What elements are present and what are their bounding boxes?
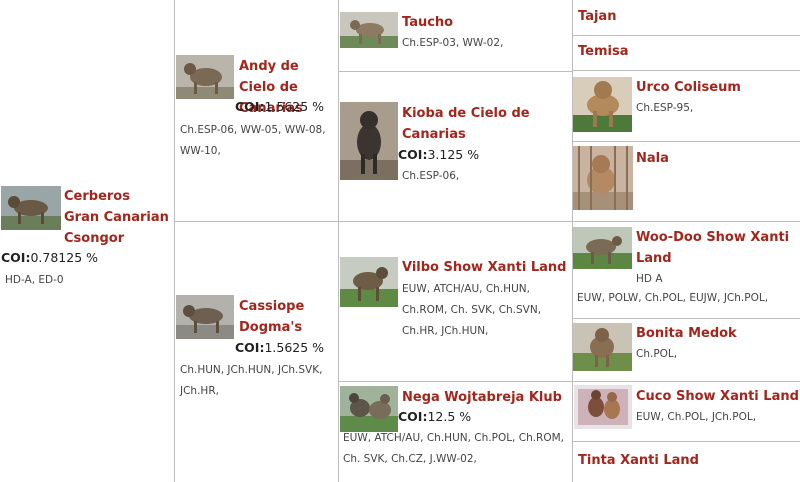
gg-cell-1: Tajan — [572, 0, 800, 36]
sire-dam-cell: Kioba de Cielo de Canarias COI:3.125 % C… — [338, 72, 572, 222]
sire-cell: Andy de Cielo de Canarias COI:1.5625 % C… — [174, 0, 338, 222]
coi-value: 0.78125 % — [30, 250, 98, 265]
dog-photo-icon — [340, 102, 398, 180]
sire-sire-name[interactable]: Taucho — [402, 15, 454, 30]
dog-photo-icon — [573, 146, 633, 210]
dam-dam-photo[interactable] — [340, 386, 398, 432]
dam-cell: Cassiope Dogma's COI:1.5625 % Ch.HUN, JC… — [174, 222, 338, 482]
dam-dam-name[interactable]: Nega Wojtabreja Klub — [402, 390, 562, 405]
sire-sire-photo[interactable] — [340, 12, 398, 48]
dog-photo-icon — [176, 55, 234, 99]
subject-cell: Cerberos Gran Canarian Csongor COI:0.781… — [0, 0, 174, 482]
subject-titles: HD-A, ED-0 — [5, 274, 64, 286]
sire-dam-name[interactable]: Kioba de Cielo de Canarias — [402, 106, 530, 142]
gg-cell-4: Nala — [572, 142, 800, 222]
coi-value: 1.5625 % — [264, 99, 325, 114]
coi-value: 12.5 % — [427, 409, 472, 424]
subject-photo[interactable] — [1, 186, 61, 230]
coi-value: 3.125 % — [427, 147, 480, 162]
dog-photo-icon — [1, 186, 61, 230]
gg-cell-7: Cuco Show Xanti Land EUW, Ch.POL, JCh.PO… — [572, 382, 800, 442]
sire-dam-coi: COI:3.125 % — [398, 147, 479, 162]
sire-sire-cell: Taucho Ch.ESP-03, WW-02, — [338, 0, 572, 72]
sire-titles: Ch.ESP-06, WW-05, WW-08, WW-10, — [180, 124, 326, 157]
dam-coi: COI:1.5625 % — [235, 340, 324, 355]
dog-photo-icon — [574, 385, 632, 429]
dam-titles: Ch.HUN, JCh.HUN, JCh.SVK, JCh.HR, — [180, 364, 323, 397]
subject-coi: COI:0.78125 % — [1, 250, 98, 265]
gg-photo-6[interactable] — [573, 323, 632, 371]
dog-photo-icon — [340, 386, 398, 432]
gg-photo-4[interactable] — [573, 146, 633, 210]
dam-name[interactable]: Cassiope Dogma's — [239, 299, 305, 335]
dam-photo[interactable] — [176, 295, 234, 339]
dog-photo-icon — [573, 323, 632, 371]
gg-name-6[interactable]: Bonita Medok — [636, 326, 737, 341]
coi-label: COI: — [1, 250, 31, 265]
gg-titles-5: EUW, POLW, Ch.POL, EUJW, JCh.POL, — [577, 292, 769, 304]
gg-cell-5: Woo-Doo Show Xanti Land HD A EUW, POLW, … — [572, 222, 800, 319]
sire-name[interactable]: Andy de Cielo de Canarias — [239, 59, 303, 116]
coi-value: 1.5625 % — [264, 340, 325, 355]
dam-sire-cell: Vilbo Show Xanti Land EUW, ATCH/AU, Ch.H… — [338, 222, 572, 382]
gg-extra-5: HD A — [636, 273, 663, 285]
gg-name-3[interactable]: Urco Coliseum — [636, 80, 741, 95]
gg-cell-6: Bonita Medok Ch.POL, — [572, 319, 800, 382]
gg-photo-3[interactable] — [573, 77, 632, 132]
gg-name-7[interactable]: Cuco Show Xanti Land — [636, 389, 799, 404]
sire-sire-titles: Ch.ESP-03, WW-02, — [402, 37, 504, 49]
sire-dam-photo[interactable] — [340, 102, 398, 180]
dog-photo-icon — [340, 12, 398, 48]
gg-name-5[interactable]: Woo-Doo Show Xanti Land — [636, 230, 790, 266]
gg-cell-3: Urco Coliseum Ch.ESP-95, — [572, 71, 800, 142]
gg-name-1[interactable]: Tajan — [578, 9, 617, 24]
gg-photo-5[interactable] — [573, 227, 632, 269]
gg-cell-8: Tinta Xanti Land — [572, 442, 800, 482]
sire-coi: COI:1.5625 % — [235, 99, 324, 114]
gg-cell-2: Temisa — [572, 36, 800, 71]
gg-titles-7: EUW, Ch.POL, JCh.POL, — [636, 411, 757, 423]
gg-name-2[interactable]: Temisa — [578, 44, 629, 59]
dam-dam-titles: EUW, ATCH/AU, Ch.HUN, Ch.POL, Ch.ROM, Ch… — [343, 432, 565, 465]
dam-sire-name[interactable]: Vilbo Show Xanti Land — [402, 260, 567, 275]
subject-name[interactable]: Cerberos Gran Canarian Csongor — [64, 189, 169, 246]
dog-photo-icon — [573, 227, 632, 269]
dog-photo-icon — [340, 257, 398, 307]
dam-dam-cell: Nega Wojtabreja Klub COI:12.5 % EUW, ATC… — [338, 382, 572, 482]
dam-sire-photo[interactable] — [340, 257, 398, 307]
sire-photo[interactable] — [176, 55, 234, 99]
dam-dam-coi: COI:12.5 % — [398, 409, 471, 424]
coi-label: COI: — [398, 147, 428, 162]
gg-name-8[interactable]: Tinta Xanti Land — [578, 453, 699, 468]
coi-label: COI: — [235, 340, 265, 355]
dam-sire-titles: EUW, ATCH/AU, Ch.HUN, Ch.ROM, Ch. SVK, C… — [402, 283, 542, 337]
gg-titles-6: Ch.POL, — [636, 348, 678, 360]
gg-titles-3: Ch.ESP-95, — [636, 102, 694, 114]
gg-name-4[interactable]: Nala — [636, 151, 669, 166]
sire-dam-titles: Ch.ESP-06, — [402, 170, 460, 182]
dog-photo-icon — [176, 295, 234, 339]
coi-label: COI: — [235, 99, 265, 114]
gg-photo-7[interactable] — [574, 385, 632, 429]
coi-label: COI: — [398, 409, 428, 424]
dog-photo-icon — [573, 77, 632, 132]
